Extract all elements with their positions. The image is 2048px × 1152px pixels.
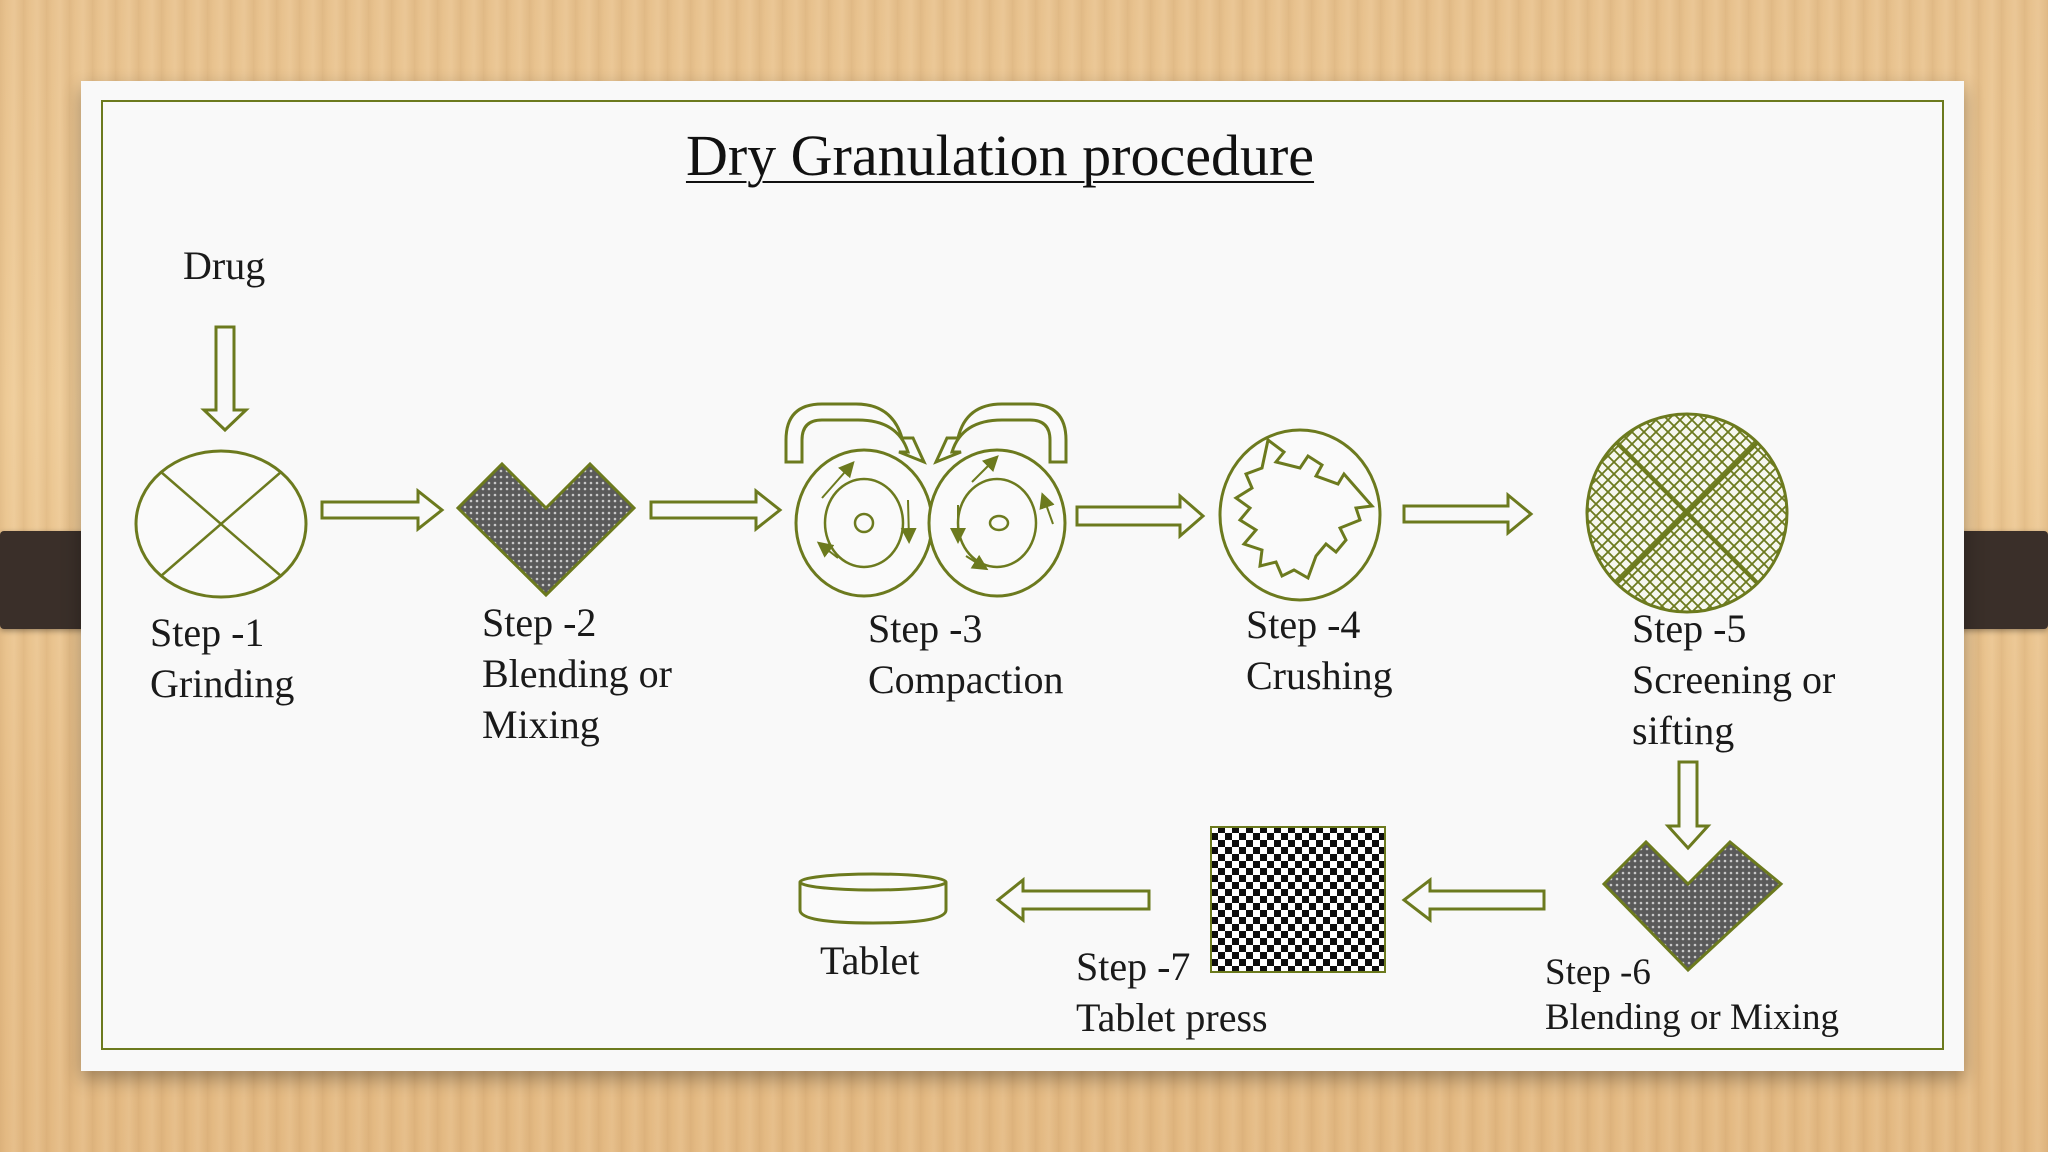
- drug-down-arrow: [200, 325, 250, 433]
- crushing-mill-icon: [1218, 428, 1382, 602]
- step-name: Tablet press: [1076, 995, 1268, 1040]
- sieve-icon: [1585, 412, 1789, 614]
- step-name: Grinding: [150, 661, 295, 706]
- checkered-press-icon: [1210, 826, 1386, 973]
- step-number: Step -2: [482, 600, 597, 645]
- outline-arrow-icon: [995, 876, 1151, 924]
- slide-border: [101, 100, 1944, 1050]
- step-name: Compaction: [868, 657, 1064, 702]
- step-name: Screening or: [1632, 657, 1836, 702]
- step-5-label: Step -5 Screening or sifting: [1632, 603, 1835, 756]
- roller-compactor-icon: [784, 402, 1068, 598]
- outline-arrow-icon: [1402, 491, 1534, 537]
- step-7-label: Step -7 Tablet press: [1076, 941, 1268, 1043]
- tablet-icon: [798, 872, 948, 925]
- step-name: Blending or: [482, 651, 672, 696]
- outline-arrow-icon: [1401, 876, 1546, 924]
- step-4-label: Step -4 Crushing: [1246, 599, 1393, 701]
- outline-arrow-icon: [320, 487, 445, 533]
- step-number: Step -1: [150, 610, 265, 655]
- outline-arrow-icon: [649, 487, 783, 533]
- tablet-label: Tablet: [820, 938, 920, 983]
- step-number: Step -7: [1076, 944, 1191, 989]
- step-number: Step -3: [868, 606, 983, 651]
- heart-blender-icon: [1601, 839, 1784, 973]
- step-2-label: Step -2 Blending or Mixing: [482, 597, 672, 750]
- page-title: Dry Granulation procedure: [685, 123, 1315, 188]
- step-number: Step -4: [1246, 602, 1361, 647]
- step-number: Step -5: [1632, 606, 1747, 651]
- outline-arrow-icon: [1075, 492, 1206, 540]
- step-number: Step -6: [1545, 952, 1651, 993]
- step-name-line2: sifting: [1632, 708, 1735, 753]
- step-6-label: Step -6 Blending or Mixing: [1545, 950, 1839, 1040]
- step-name-line2: Mixing: [482, 702, 600, 747]
- step-name: Blending or Mixing: [1545, 997, 1839, 1038]
- step-name: Crushing: [1246, 653, 1393, 698]
- circle-cross-icon: [134, 449, 308, 599]
- outline-arrow-icon: [1664, 760, 1712, 851]
- drug-label: Drug: [183, 243, 266, 288]
- step-3-label: Step -3 Compaction: [868, 603, 1064, 705]
- heart-blender-icon: [455, 461, 637, 598]
- step-1-label: Step -1 Grinding: [150, 607, 294, 709]
